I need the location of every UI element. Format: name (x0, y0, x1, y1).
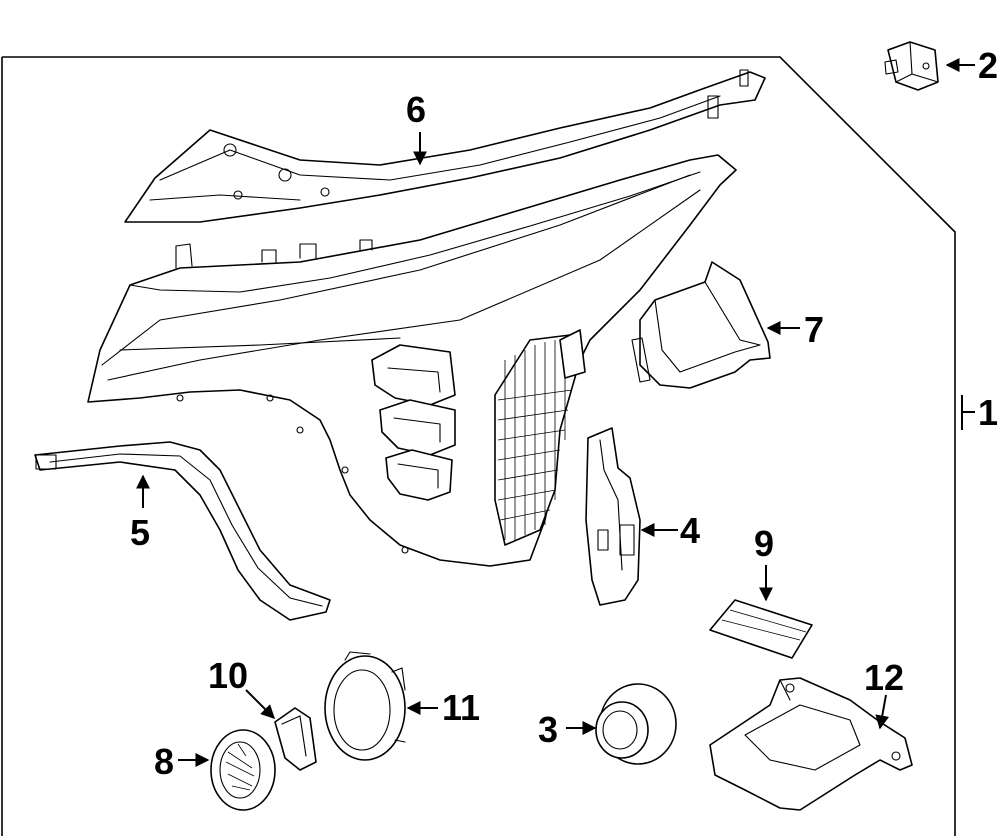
callout-label-1: 1 (978, 392, 998, 433)
callout-label-6: 6 (406, 89, 426, 130)
lens-cover[interactable] (274, 707, 317, 771)
socket-ring[interactable] (324, 651, 406, 761)
callout-label-12: 12 (864, 657, 904, 698)
callout-label-5: 5 (130, 512, 150, 553)
callout-label-3: 3 (538, 709, 558, 750)
mounting-bracket[interactable] (709, 677, 913, 811)
callout-label-7: 7 (804, 309, 824, 350)
label-pad[interactable] (709, 599, 813, 659)
relay-module[interactable] (884, 41, 939, 91)
callout-label-9: 9 (754, 523, 774, 564)
headlamp-assembly[interactable] (87, 154, 737, 567)
vent-cap[interactable] (210, 729, 276, 811)
control-module[interactable] (631, 261, 771, 389)
side-bracket[interactable] (585, 427, 641, 606)
callout-label-4: 4 (680, 510, 700, 551)
leader-lines (136, 58, 975, 767)
callout-label-11: 11 (442, 687, 480, 728)
upper-trim-strip[interactable] (124, 69, 766, 223)
callout-label-2: 2 (978, 45, 998, 86)
bulb-ring[interactable] (595, 683, 677, 765)
assembly-frame (1, 56, 956, 836)
callout-label-8: 8 (154, 741, 174, 782)
lower-trim-strip[interactable] (34, 441, 331, 621)
callout-label-10: 10 (208, 655, 248, 696)
